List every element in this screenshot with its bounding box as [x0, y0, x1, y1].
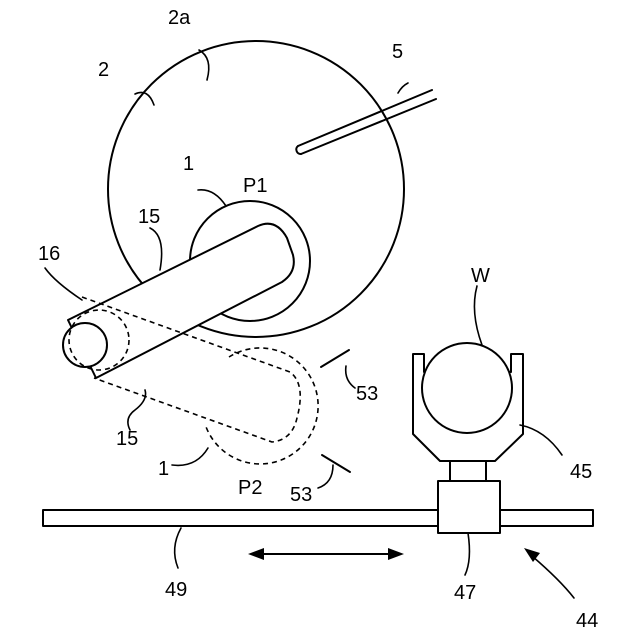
leader-holder	[520, 425, 562, 455]
leader-workpiece	[474, 286, 482, 345]
leader-pivot	[45, 268, 82, 300]
arm-upper-end	[63, 323, 107, 367]
leader-drum-surface	[199, 50, 209, 80]
unit-arrow	[524, 548, 574, 598]
label-sensor-lower: 53	[290, 484, 312, 506]
leader-rail	[175, 528, 181, 568]
label-arm-upper: 15	[138, 206, 160, 228]
rail	[43, 510, 593, 526]
guide-rod	[296, 90, 436, 154]
label-carriage: 47	[454, 582, 476, 604]
sensor-lower	[322, 455, 350, 472]
label-rail: 49	[165, 579, 187, 601]
sensor-upper	[321, 350, 349, 367]
leader-guide-rod	[398, 83, 408, 93]
holder-stem	[450, 461, 486, 481]
label-holder: 45	[570, 461, 592, 483]
label-drum-surface: 2a	[168, 7, 191, 29]
label-pos-lower: P2	[238, 477, 262, 499]
leader-hand-upper	[198, 190, 226, 206]
motion-arrow	[248, 548, 404, 560]
leader-sensor-upper	[346, 366, 355, 388]
label-pos-upper: P1	[243, 175, 267, 197]
label-hand-lower: 1	[158, 458, 169, 480]
leader-hand-lower	[172, 448, 208, 465]
leader-sensor-lower	[318, 465, 333, 488]
leader-carriage	[465, 533, 469, 575]
label-unit: 44	[576, 610, 598, 632]
label-pivot: 16	[38, 243, 60, 265]
carriage	[438, 481, 500, 533]
leader-arm-upper	[150, 228, 162, 270]
label-workpiece: W	[471, 265, 490, 287]
workpiece	[422, 343, 512, 433]
label-arm-lower: 15	[116, 428, 138, 450]
label-sensor-upper: 53	[356, 383, 378, 405]
label-guide-rod: 5	[392, 41, 403, 63]
label-hand-upper: 1	[183, 153, 194, 175]
hand-lower	[205, 348, 318, 464]
label-drum: 2	[98, 59, 109, 81]
